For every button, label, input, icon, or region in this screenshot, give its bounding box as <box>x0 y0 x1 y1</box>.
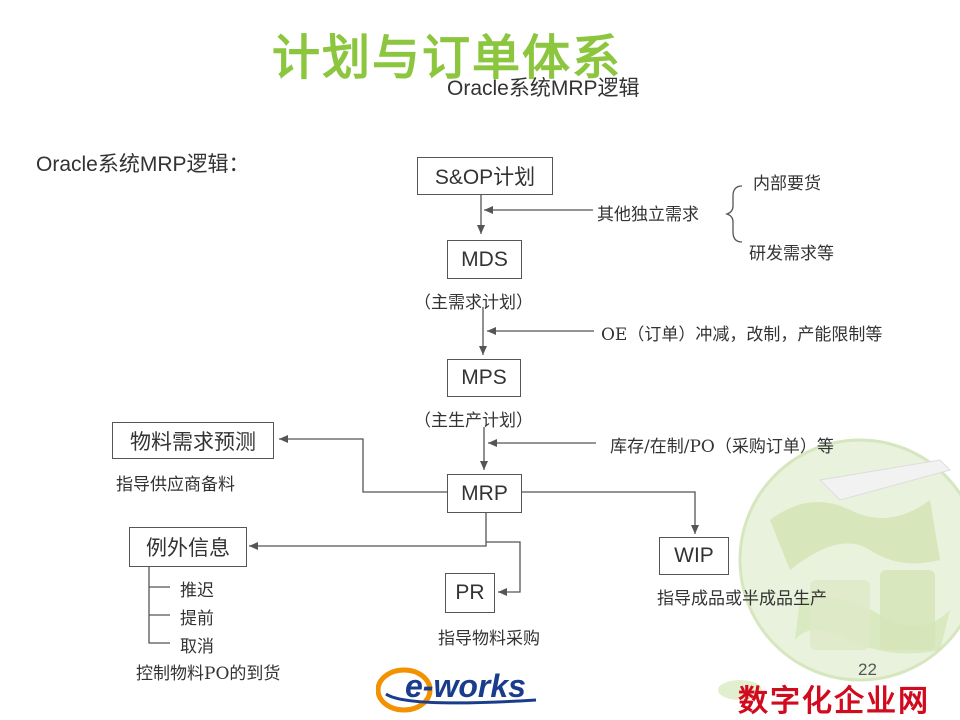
rd-demand-label: 研发需求等 <box>749 244 834 264</box>
page-subtitle: Oracle系统MRP逻辑 <box>447 77 640 100</box>
postpone-label: 推迟 <box>180 581 214 601</box>
side-heading: Oracle系统MRP逻辑： <box>36 153 250 176</box>
mds-description: （主需求计划） <box>414 293 533 313</box>
oe-adjustment-label: OE（订单）冲减，改制，产能限制等 <box>601 325 883 345</box>
mps-description: （主生产计划） <box>414 411 533 431</box>
inventory-label: 库存/在制/PO（采购订单）等 <box>610 437 834 457</box>
po-control-label: 控制物料PO的到货 <box>136 664 281 684</box>
eworks-logo <box>376 667 537 713</box>
mrp-node: MRP <box>447 474 522 513</box>
mps-node: MPS <box>447 359 521 397</box>
wip-node: WIP <box>659 537 729 575</box>
wip-guide-label: 指导成品或半成品生产 <box>657 589 827 609</box>
page-number: 22 <box>858 660 877 679</box>
globe-illustration <box>718 438 960 700</box>
pr-guide-label: 指导物料采购 <box>438 629 540 649</box>
internal-demand-label: 内部要货 <box>753 174 821 194</box>
material-forecast-node: 物料需求预测 <box>112 422 274 459</box>
exception-info-node: 例外信息 <box>129 527 247 567</box>
cancel-label: 取消 <box>180 637 214 657</box>
mds-node: MDS <box>447 240 522 279</box>
pr-node: PR <box>445 573 495 613</box>
site-name: 数字化企业网 <box>738 684 930 719</box>
sop-plan-node: S&OP计划 <box>417 157 553 195</box>
forecast-guide-label: 指导供应商备料 <box>116 475 235 495</box>
eworks-logo-text: e-works <box>405 668 526 704</box>
advance-label: 提前 <box>180 609 214 629</box>
page-title: 计划与订单体系 <box>272 32 623 85</box>
other-demand-label: 其他独立需求 <box>597 205 699 225</box>
